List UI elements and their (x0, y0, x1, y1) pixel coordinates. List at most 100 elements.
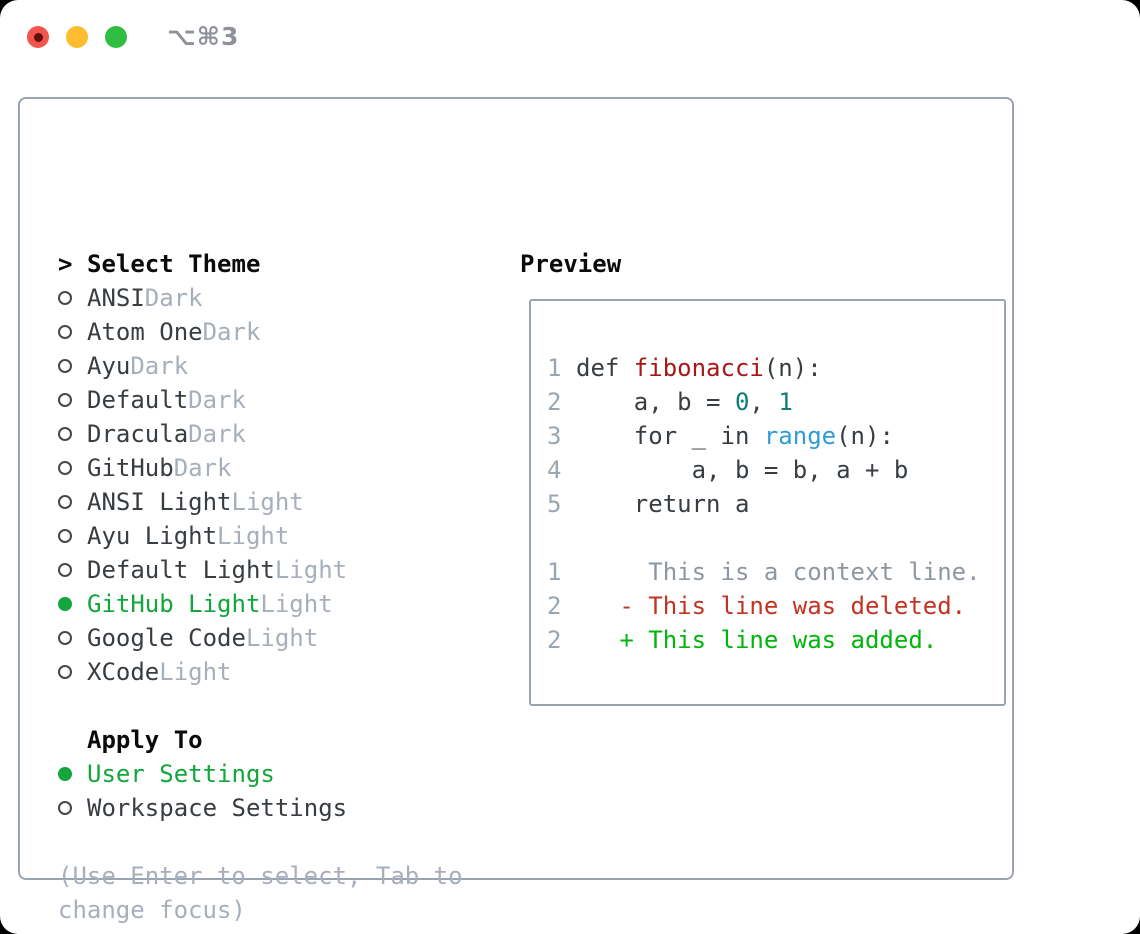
radio-marker (58, 359, 87, 373)
line-number: 5 (547, 490, 562, 518)
radio-icon (58, 631, 72, 645)
radio-selected-icon (58, 767, 72, 781)
radio-icon (58, 393, 72, 407)
code-segment-builtin: range (763, 422, 837, 450)
theme-option-github-light-light[interactable]: GitHub Light Light (58, 587, 508, 621)
prompt-icon: > (58, 250, 73, 278)
hint-line: change focus) (58, 896, 246, 924)
code-segment-number: 0 (734, 388, 750, 416)
code-line: 2 + This line was added. (547, 623, 996, 657)
theme-variant-label: Light (217, 522, 290, 550)
radio-marker (58, 801, 87, 815)
code-line: 3 for _ in range(n): (547, 419, 996, 453)
theme-name-label: Ayu Light (87, 522, 218, 550)
radio-selected-icon (58, 597, 72, 611)
theme-variant-label: Dark (130, 352, 189, 380)
code-line: 5 return a (547, 487, 996, 521)
theme-variant-label: Light (274, 556, 348, 584)
radio-marker (58, 495, 87, 509)
theme-option-atom-one-dark[interactable]: Atom One Dark (58, 315, 508, 349)
line-number: 1 (547, 354, 562, 382)
radio-icon (58, 801, 72, 815)
radio-marker (58, 325, 87, 339)
theme-name-label: XCode (87, 658, 160, 686)
theme-variant-label: Dark (144, 284, 203, 312)
radio-icon (58, 359, 72, 373)
code-segment-plain: a, b = b, a + b (576, 456, 909, 484)
code-segment-plain: for _ in (576, 422, 764, 450)
apply-option-label: User Settings (87, 760, 275, 788)
radio-marker (58, 767, 87, 781)
theme-option-ansi-dark[interactable]: ANSI Dark (58, 281, 508, 315)
code-line: 1 This is a context line. (547, 555, 996, 589)
radio-icon (58, 427, 72, 441)
window-shortcut-label: ⌥⌘3 (167, 22, 240, 51)
code-segment-plain: (n): (763, 354, 822, 382)
radio-marker (58, 529, 87, 543)
theme-name-label: Default Light (87, 556, 275, 584)
theme-name-label: Atom One (87, 318, 203, 346)
theme-option-default-light-light[interactable]: Default Light Light (58, 553, 508, 587)
preview-title: Preview (520, 250, 622, 278)
code-segment-plain: , (749, 388, 779, 416)
radio-icon (58, 461, 72, 475)
theme-variant-label: Dark (188, 420, 246, 448)
code-line: 1 def fibonacci(n): (547, 351, 996, 385)
code-segment-number: 1 (778, 388, 793, 416)
code-segment-deleted: - This line was deleted. (576, 592, 967, 620)
theme-option-dracula-dark[interactable]: Dracula Dark (58, 417, 508, 451)
radio-icon (58, 495, 72, 509)
line-number: 4 (547, 456, 562, 484)
radio-marker (58, 631, 87, 645)
code-segment-added: + This line was added. (576, 626, 938, 654)
zoom-button[interactable] (105, 26, 127, 48)
code-segment-plain: return a (576, 490, 750, 518)
apply-option-user-settings[interactable]: User Settings (58, 757, 508, 791)
theme-variant-label: Dark (202, 318, 261, 346)
theme-name-label: Default (87, 386, 189, 414)
code-line: 4 a, b = b, a + b (547, 453, 996, 487)
theme-option-google-code-light[interactable]: Google Code Light (58, 621, 508, 655)
minimize-button[interactable] (66, 26, 88, 48)
apply-option-workspace-settings[interactable]: Workspace Settings (58, 791, 508, 825)
theme-option-ansi-light-light[interactable]: ANSI Light Light (58, 485, 508, 519)
theme-option-github-dark[interactable]: GitHub Dark (58, 451, 508, 485)
theme-name-label: GitHub Light (87, 590, 261, 618)
theme-variant-label: Dark (173, 454, 232, 482)
theme-name-label: Google Code (87, 624, 246, 652)
theme-name-label: ANSI Light (87, 488, 232, 516)
select-theme-header: > Select Theme (58, 247, 508, 281)
code-segment-plain: def (576, 354, 634, 382)
code-line: 2 a, b = 0, 1 (547, 385, 996, 419)
code-segment-func: fibonacci (633, 354, 764, 382)
line-number: 1 (547, 558, 562, 586)
theme-variant-label: Light (159, 658, 232, 686)
theme-name-label: Ayu (87, 352, 131, 380)
line-number: 2 (547, 388, 562, 416)
theme-option-default-dark[interactable]: Default Dark (58, 383, 508, 417)
theme-option-ayu-light-light[interactable]: Ayu Light Light (58, 519, 508, 553)
line-number: 3 (547, 422, 562, 450)
close-button[interactable] (27, 26, 49, 48)
prompt-marker: > (58, 250, 87, 278)
radio-icon (58, 665, 72, 679)
radio-marker (58, 461, 87, 475)
apply-to-header: Apply To (58, 723, 508, 757)
theme-option-xcode-light[interactable]: XCode Light (58, 655, 508, 689)
theme-option-ayu-dark[interactable]: Ayu Dark (58, 349, 508, 383)
apply-to-header-label: Apply To (87, 726, 203, 754)
theme-variant-label: Light (260, 590, 333, 618)
theme-name-label: GitHub (87, 454, 174, 482)
radio-marker (58, 563, 87, 577)
radio-icon (58, 563, 72, 577)
radio-marker (58, 393, 87, 407)
select-theme-header-label: Select Theme (87, 250, 261, 278)
